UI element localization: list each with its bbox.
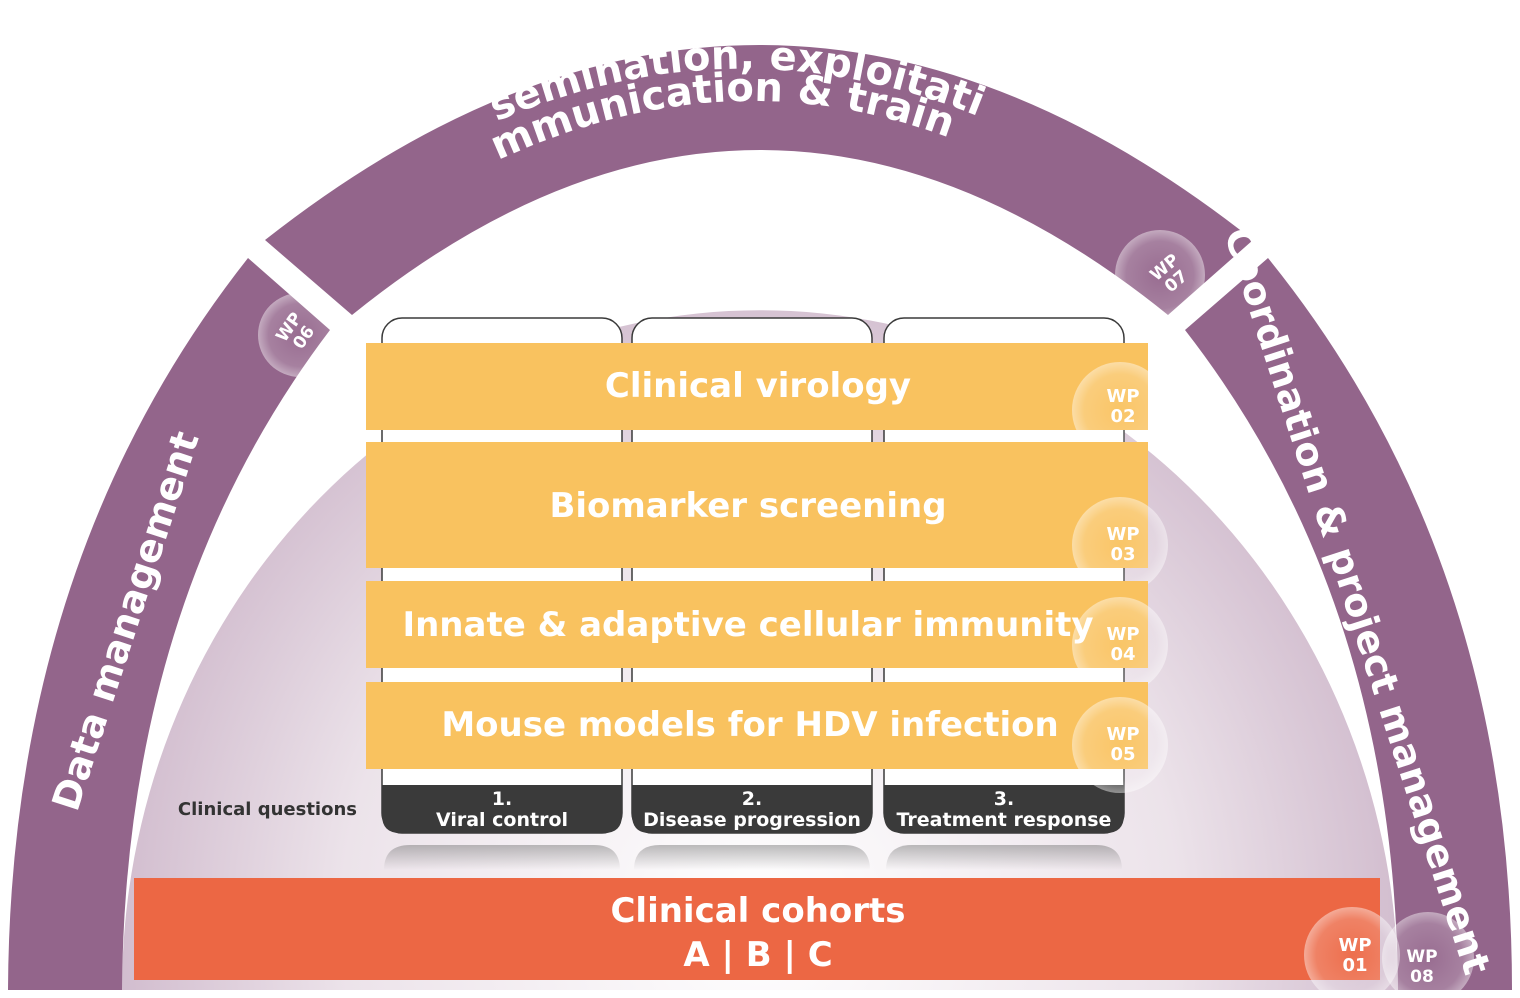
- wp08-bubble: [1382, 912, 1474, 998]
- cohorts-groups: A | B | C: [683, 935, 832, 975]
- layer-bar: [366, 682, 1148, 769]
- layer-clinical-virology: Clinical virology WP 02: [366, 343, 1168, 458]
- wp01-word: WP: [1338, 935, 1371, 956]
- wp06-badge: WP 06: [258, 293, 342, 377]
- layer-bar: [366, 442, 1148, 568]
- wp04-bubble: [1072, 597, 1168, 693]
- wp01-number: 01: [1342, 955, 1367, 976]
- layer-label: Clinical virology: [605, 366, 911, 406]
- wp07-bubble: [1115, 230, 1205, 320]
- wp02-word: WP: [1106, 386, 1139, 407]
- layer-label: Biomarker screening: [549, 486, 946, 526]
- question-2-text: Disease progression: [643, 809, 861, 831]
- wp04-number: 04: [1110, 644, 1135, 665]
- wp04-word: WP: [1106, 624, 1139, 645]
- wp02-bubble: [1072, 362, 1168, 458]
- wp08-number: 08: [1410, 967, 1434, 987]
- wp01-bubble: [1304, 907, 1400, 998]
- layer-bar: [366, 581, 1148, 668]
- clinical-questions-label: Clinical questions: [178, 799, 357, 820]
- cohorts-title: Clinical cohorts: [610, 891, 905, 931]
- ring-segment-coordination: [1185, 258, 1512, 990]
- wp02-number: 02: [1110, 406, 1135, 427]
- cohorts-bar: [134, 878, 1380, 980]
- ring-segment-data-management: [8, 258, 330, 990]
- question-box-2: [632, 785, 872, 833]
- wp06-bubble: [258, 293, 342, 377]
- wp03-number: 03: [1110, 544, 1135, 565]
- wp03-bubble: [1072, 497, 1168, 593]
- layer-mouse-models: Mouse models for HDV infection WP 05: [366, 682, 1168, 793]
- wp03-word: WP: [1106, 524, 1139, 545]
- question-box-3: [884, 785, 1124, 833]
- wp08-badge: WP 08: [1382, 912, 1474, 998]
- question-3-number: 3.: [994, 788, 1014, 810]
- layer-cellular-immunity: Innate & adaptive cellular immunity WP 0…: [366, 581, 1168, 693]
- reflection-2: [634, 845, 870, 870]
- question-1-number: 1.: [492, 788, 512, 810]
- layer-label: Innate & adaptive cellular immunity: [402, 605, 1093, 645]
- ring-segment-dissemination: [265, 45, 1253, 315]
- reflection-1: [384, 845, 620, 870]
- layer-bar: [366, 343, 1148, 430]
- question-1-text: Viral control: [436, 809, 568, 831]
- wp07-badge: WP 07: [1115, 230, 1205, 320]
- layer-label: Mouse models for HDV infection: [441, 705, 1058, 745]
- wp08-word: WP: [1406, 947, 1437, 967]
- question-box-1: [382, 785, 622, 833]
- reflection-3: [886, 845, 1122, 870]
- wp05-bubble: [1072, 697, 1168, 793]
- question-reflections: [384, 845, 1122, 870]
- question-3-text: Treatment response: [897, 809, 1112, 831]
- wp05-number: 05: [1110, 744, 1135, 765]
- question-2-number: 2.: [742, 788, 762, 810]
- clinical-cohorts-bar: Clinical cohorts A | B | C WP 01: [134, 878, 1400, 998]
- question-boxes: [382, 785, 1124, 833]
- layer-biomarker-screening: Biomarker screening WP 03: [366, 442, 1168, 593]
- wp05-word: WP: [1106, 724, 1139, 745]
